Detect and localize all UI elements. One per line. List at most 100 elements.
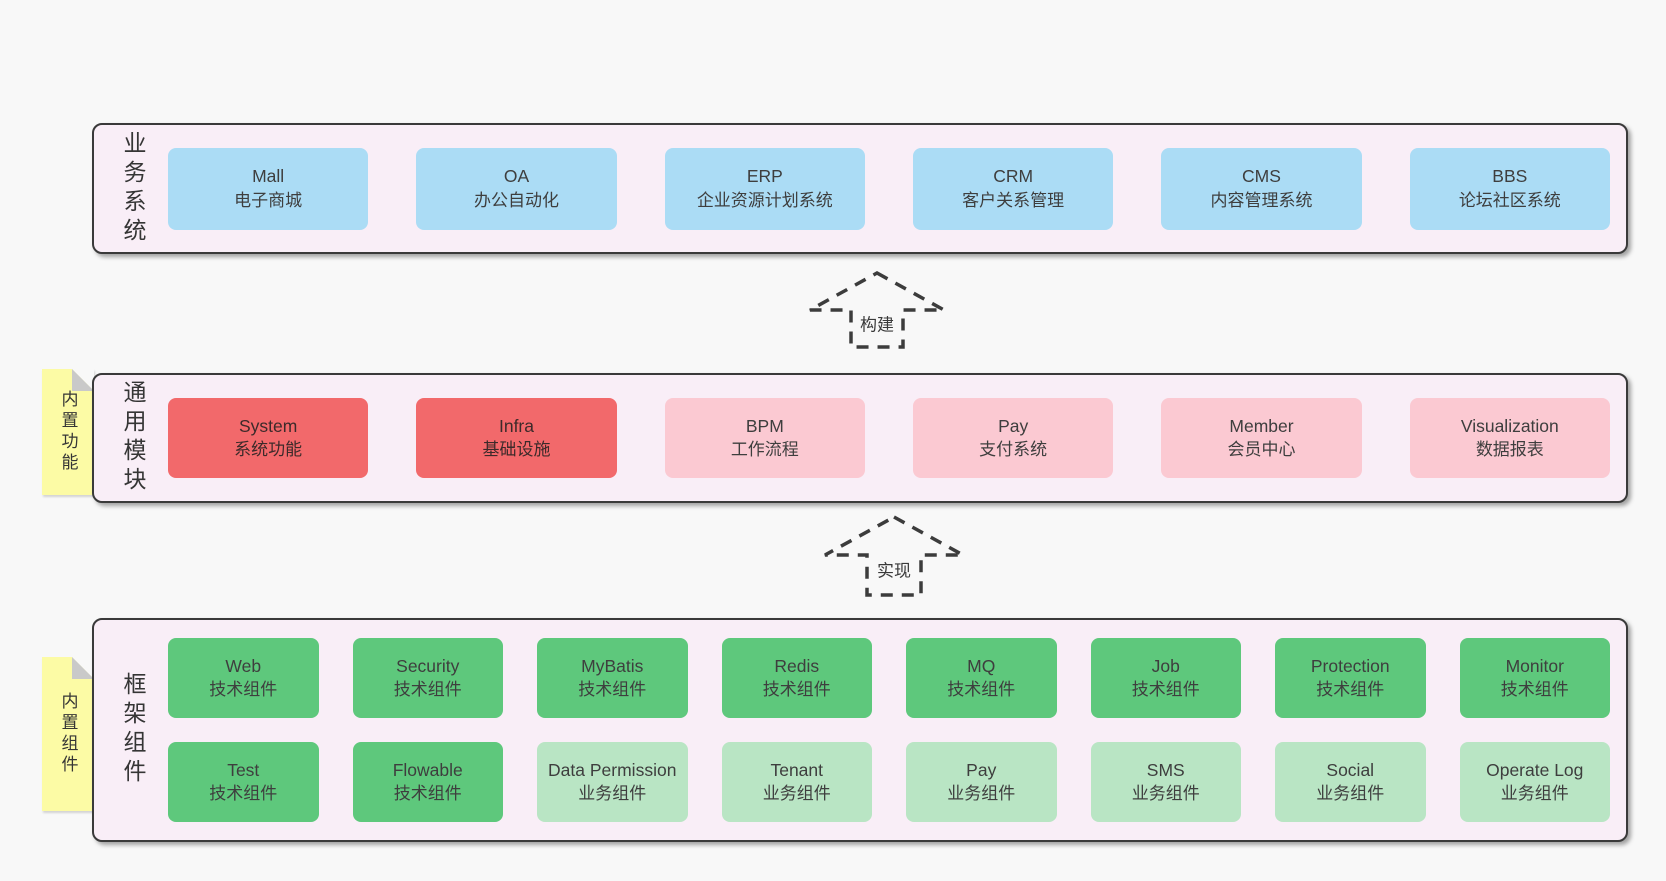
box-subtitle: 数据报表 [1475,440,1544,460]
module-box-row: System 系统功能 Infra 基础设施 BPM 工作流程 Pay 支付系统… [168,398,1610,478]
implement-arrow-label: 实现 [873,555,915,583]
panel-common-modules: 通用模块 System 系统功能 Infra 基础设施 BPM 工作流程 Pay… [92,373,1628,503]
component-box-redis: Redis 技术组件 [721,638,872,718]
panel-label-framework-components: 框架组件 [120,672,146,788]
box-title: Tenant [770,759,824,780]
box-subtitle: 技术组件 [1316,680,1385,700]
box-subtitle: 内容管理系统 [1210,190,1313,210]
box-title: Web [225,655,262,676]
component-box-web: Web 技术组件 [168,638,319,718]
module-box-pay: Pay 支付系统 [912,398,1114,478]
box-title: Job [1151,655,1180,676]
box-subtitle: 技术组件 [1131,680,1200,700]
component-box-mybatis: MyBatis 技术组件 [537,638,688,718]
box-title: Test [227,759,260,780]
box-subtitle: 技术组件 [947,680,1016,700]
business-box-oa: OA 办公自动化 [416,147,617,230]
box-subtitle: 电子商城 [234,190,303,210]
box-title: Flowable [392,759,463,780]
box-title: BBS [1492,166,1528,187]
component-box-sms: SMS 业务组件 [1090,742,1241,822]
note-label: 内置功能 [58,390,78,474]
panel-label-business-systems: 业务系统 [120,130,146,247]
panel-framework-components: 框架组件 Web 技术组件 Security 技术组件 MyBatis 技术组件… [92,618,1628,842]
module-box-bpm: BPM 工作流程 [664,398,865,478]
box-subtitle: 技术组件 [762,680,831,700]
business-box-bbs: BBS 论坛社区系统 [1409,147,1610,230]
box-subtitle: 支付系统 [979,440,1048,460]
component-box-tenant: Tenant 业务组件 [721,742,872,822]
box-title: Mall [252,166,285,187]
panel-business-systems: 业务系统 Mall 电子商城 OA 办公自动化 ERP 企业资源计划系统 CRM… [92,123,1628,254]
box-subtitle: 业务组件 [1500,784,1569,804]
folded-corner-icon [72,369,94,391]
component-box-mq: MQ 技术组件 [906,638,1057,718]
box-subtitle: 办公自动化 [473,190,559,210]
box-subtitle: 客户关系管理 [962,190,1065,210]
box-subtitle: 业务组件 [762,784,831,804]
business-box-mall: Mall 电子商城 [168,147,369,230]
box-subtitle: 业务组件 [1316,784,1385,804]
business-box-row: Mall 电子商城 OA 办公自动化 ERP 企业资源计划系统 CRM 客户关系… [168,147,1610,230]
box-subtitle: 技术组件 [209,680,278,700]
box-title: CRM [993,166,1034,187]
box-subtitle: 基础设施 [482,440,551,460]
box-subtitle: 论坛社区系统 [1458,190,1561,210]
sticky-note-builtin-components: 内置组件 [42,657,94,811]
box-subtitle: 技术组件 [209,784,278,804]
box-subtitle: 工作流程 [730,440,799,460]
component-box-job: Job 技术组件 [1090,638,1241,718]
box-subtitle: 技术组件 [393,784,462,804]
box-title: Operate Log [1486,759,1584,780]
module-box-system: System 系统功能 [168,398,369,478]
box-subtitle: 会员中心 [1227,440,1296,460]
component-box-flowable: Flowable 技术组件 [352,742,503,822]
module-box-infra: Infra 基础设施 [416,398,617,478]
component-box-pay: Pay 业务组件 [906,742,1057,822]
box-title: Security [396,655,460,676]
component-box-test: Test 技术组件 [168,742,319,822]
box-title: MyBatis [581,655,644,676]
component-box-social: Social 业务组件 [1275,742,1426,822]
box-title: Pay [998,415,1029,436]
box-subtitle: 企业资源计划系统 [696,190,833,210]
box-subtitle: 技术组件 [578,680,647,700]
module-box-member: Member 会员中心 [1161,398,1362,478]
component-box-protection: Protection 技术组件 [1275,638,1426,718]
box-title: BPM [745,415,784,436]
component-box-monitor: Monitor 技术组件 [1459,638,1610,718]
business-box-cms: CMS 内容管理系统 [1161,147,1362,230]
business-box-erp: ERP 企业资源计划系统 [664,147,865,230]
box-subtitle: 系统功能 [234,440,303,460]
business-box-crm: CRM 客户关系管理 [912,147,1114,230]
folded-corner-icon [72,657,94,679]
component-box-grid: Web 技术组件 Security 技术组件 MyBatis 技术组件 Redi… [168,638,1610,822]
box-title: Monitor [1505,655,1564,676]
box-title: Infra [498,415,534,436]
box-title: Pay [966,759,997,780]
box-title: OA [503,166,530,187]
box-title: SMS [1146,759,1185,780]
build-arrow: 构建 [807,270,947,350]
box-title: MQ [967,655,996,676]
module-box-visualization: Visualization 数据报表 [1409,398,1610,478]
dashed-up-arrow-icon [809,271,945,349]
box-subtitle: 技术组件 [393,680,462,700]
dashed-up-arrow-icon [824,515,964,597]
component-box-data-permission: Data Permission 业务组件 [537,742,688,822]
box-title: Data Permission [548,759,677,780]
panel-label-common-modules: 通用模块 [120,380,146,496]
component-box-security: Security 技术组件 [352,638,503,718]
box-title: Visualization [1460,415,1559,436]
box-title: Protection [1310,655,1390,676]
build-arrow-label: 构建 [856,309,898,337]
box-title: CMS [1242,166,1281,187]
component-box-operate-log: Operate Log 业务组件 [1459,742,1610,822]
box-title: Redis [774,655,820,676]
box-title: ERP [746,166,783,187]
box-title: Social [1326,759,1375,780]
implement-arrow: 实现 [822,514,966,598]
box-subtitle: 技术组件 [1500,680,1569,700]
box-title: Member [1229,415,1294,436]
